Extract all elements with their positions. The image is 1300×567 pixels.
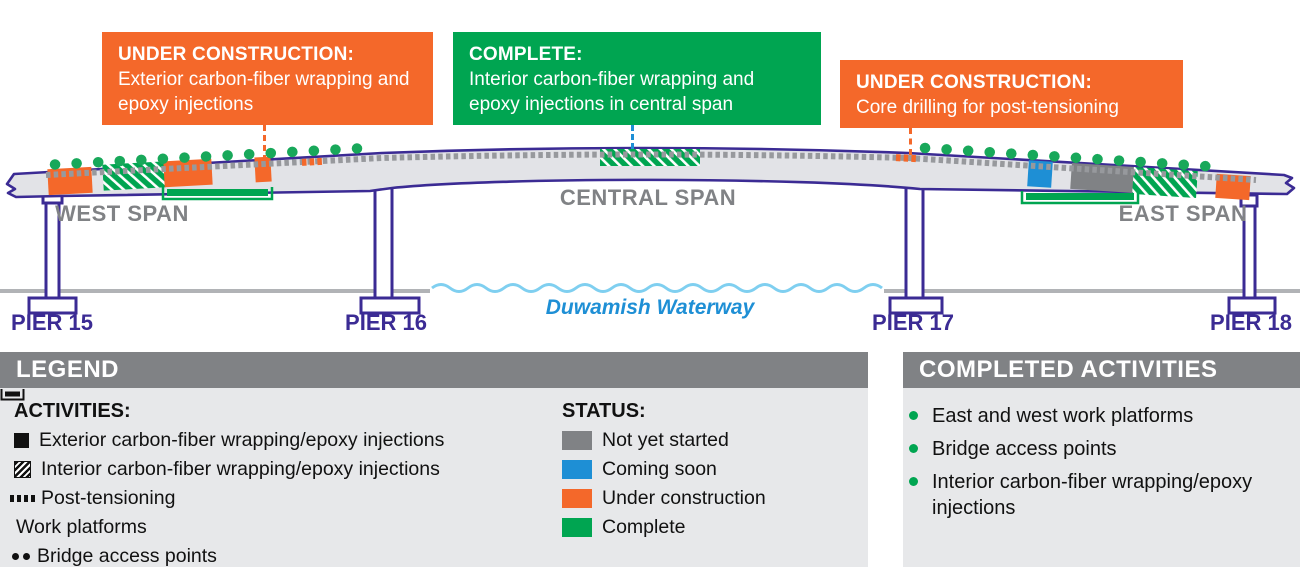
completed-item: Interior carbon-fiber wrapping/epoxy inj…: [903, 469, 1290, 521]
two-dots-icon: [12, 553, 30, 560]
completed-activities-header: COMPLETED ACTIVITIES: [903, 352, 1300, 388]
legend-item: Bridge access points: [12, 545, 562, 567]
green-bullet-icon: [909, 411, 918, 420]
completed-activities-body: East and west work platforms Bridge acce…: [903, 388, 1300, 567]
callout-complete-central: COMPLETE: Interior carbon-fiber wrapping…: [453, 32, 821, 125]
status-label: Not yet started: [602, 429, 729, 451]
segment-under-construction: [47, 166, 93, 196]
work-platform-east: [1020, 191, 1140, 205]
hatched-square-icon: [14, 461, 31, 478]
callout-text: Interior carbon-fiber wrapping and epoxy…: [469, 69, 755, 115]
completed-item-label: East and west work platforms: [932, 405, 1194, 427]
pier-18-label: PIER 18: [1210, 310, 1292, 335]
status-item: Under construction: [562, 487, 852, 510]
post-tensioning-under-construction-west: [301, 157, 323, 166]
legend-status-column: STATUS: Not yet started Coming soon Unde…: [562, 390, 852, 567]
pier-17: [888, 183, 944, 315]
callout-text: Exterior carbon-fiber wrapping and epoxy…: [118, 69, 410, 115]
waterway-label: Duwamish Waterway: [545, 296, 755, 319]
callout-text: Core drilling for post-tensioning: [856, 97, 1119, 118]
green-bullet-icon: [909, 477, 918, 486]
status-swatch: [562, 489, 592, 508]
legend-item-label: Work platforms: [16, 516, 147, 538]
status-swatch: [562, 431, 592, 450]
legend-item-label: Post-tensioning: [41, 487, 176, 509]
callout-under-construction-west: UNDER CONSTRUCTION: Exterior carbon-fibe…: [102, 32, 433, 125]
status-swatch: [562, 460, 592, 479]
pier-15-label: PIER 15: [11, 310, 93, 335]
callout-status: COMPLETE:: [469, 44, 583, 65]
solid-square-icon: [14, 433, 29, 448]
callout-leader-line: [263, 125, 266, 161]
status-item: Complete: [562, 516, 852, 539]
legend-item: Post-tensioning: [10, 487, 562, 510]
green-bullet-icon: [909, 444, 918, 453]
callout-leader-line: [631, 125, 634, 149]
callout-status: UNDER CONSTRUCTION:: [118, 44, 355, 65]
status-title: STATUS:: [562, 400, 646, 422]
completed-item-label: Bridge access points: [932, 438, 1117, 460]
status-label: Coming soon: [602, 458, 717, 480]
completed-item: East and west work platforms: [903, 403, 1290, 429]
legend-item-label: Bridge access points: [37, 545, 217, 567]
post-tensioning-under-construction-east: [895, 154, 917, 163]
callout-status: UNDER CONSTRUCTION:: [856, 72, 1093, 93]
pier-17-label: PIER 17: [872, 310, 954, 335]
status-label: Under construction: [602, 487, 766, 509]
legend-body: ACTIVITIES: Exterior carbon-fiber wrappi…: [0, 388, 868, 567]
pier-16: [359, 183, 421, 315]
legend-header: LEGEND: [0, 352, 868, 388]
water-wave: [431, 283, 883, 293]
work-platform-west: [161, 187, 274, 201]
post-tensioning-line: [45, 151, 1257, 183]
pier-18: [1227, 193, 1277, 315]
completed-item-label: Interior carbon-fiber wrapping/epoxy inj…: [932, 471, 1253, 519]
segment-complete-hatched: [102, 161, 166, 191]
status-swatch: [562, 518, 592, 537]
central-span-label: CENTRAL SPAN: [559, 185, 737, 210]
status-item: Not yet started: [562, 429, 852, 452]
legend-item: Exterior carbon-fiber wrapping/epoxy inj…: [14, 429, 562, 452]
legend-item-label: Exterior carbon-fiber wrapping/epoxy inj…: [39, 429, 445, 451]
bridge-access-points-west: [49, 143, 363, 170]
status-label: Complete: [602, 516, 686, 538]
legend-item: Interior carbon-fiber wrapping/epoxy inj…: [14, 458, 562, 481]
legend-item-label: Interior carbon-fiber wrapping/epoxy inj…: [41, 458, 440, 480]
west-span-label: WEST SPAN: [55, 201, 189, 226]
status-item: Coming soon: [562, 458, 852, 481]
segment-under-construction: [254, 156, 272, 183]
activities-title: ACTIVITIES:: [14, 400, 131, 422]
callout-leader-line: [909, 128, 912, 155]
segment-under-construction: [163, 158, 213, 188]
east-span-label: EAST SPAN: [1118, 201, 1248, 226]
legend-item: Work platforms: [0, 389, 562, 539]
bridge-access-points-east: [919, 142, 1232, 173]
pier-16-label: PIER 16: [345, 310, 427, 335]
dashed-bar-icon: [10, 495, 35, 502]
completed-item: Bridge access points: [903, 436, 1290, 462]
legend-activities-column: ACTIVITIES: Exterior carbon-fiber wrappi…: [0, 389, 562, 567]
callout-under-construction-east: UNDER CONSTRUCTION: Core drilling for po…: [840, 60, 1183, 128]
bridge-illustration: [0, 142, 1300, 315]
